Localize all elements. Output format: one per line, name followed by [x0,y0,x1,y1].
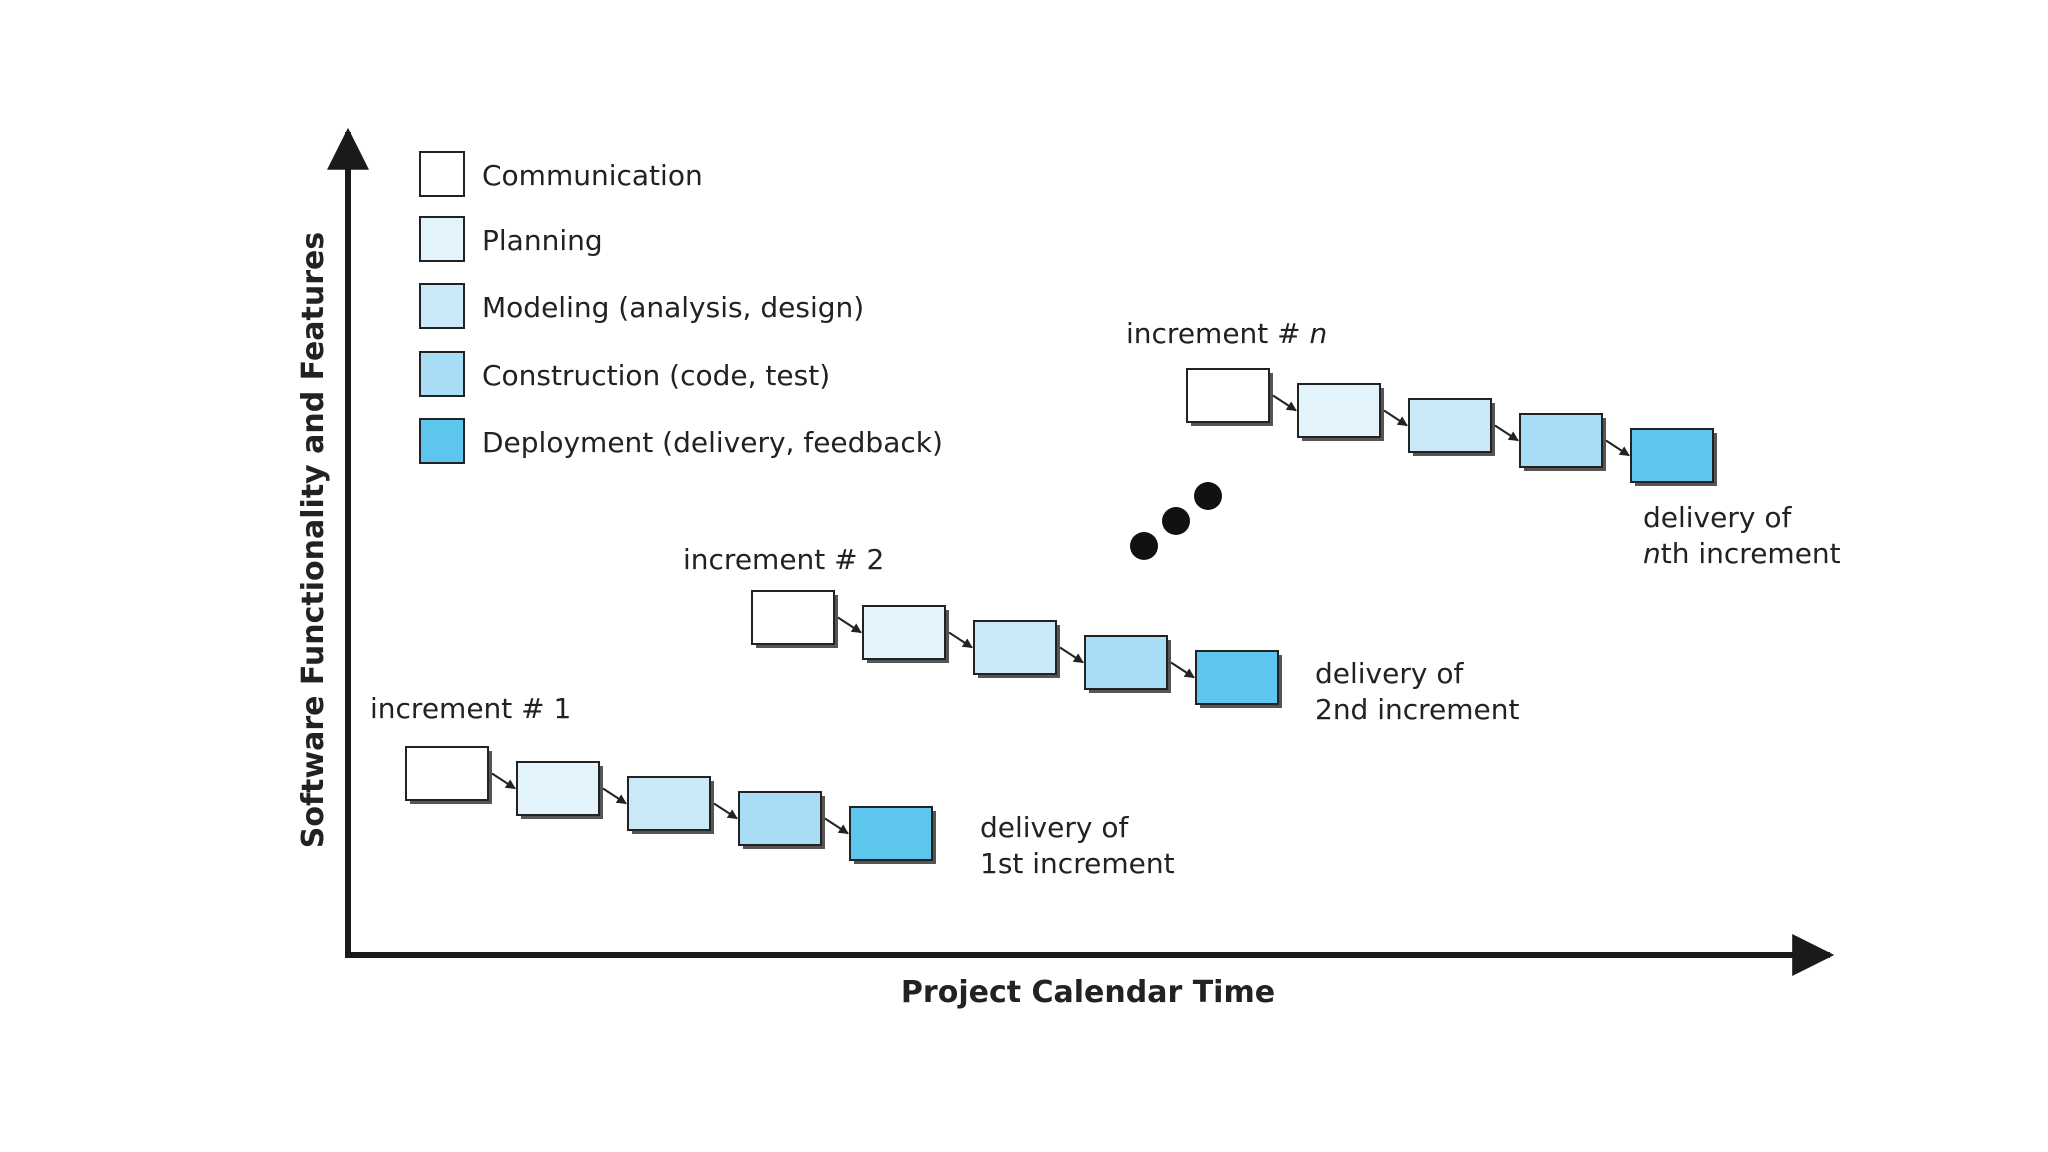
increment-n-label: increment # n [1126,317,1327,350]
planning-box [516,761,600,816]
deployment-box [1195,650,1279,705]
legend-swatch [419,283,465,329]
delivery-n-line2: th increment [1661,537,1841,570]
legend-label: Deployment (delivery, feedback) [482,426,943,459]
delivery-2-label: delivery of 2nd increment [1315,657,1520,726]
planning-box [862,605,946,660]
delivery-1-label: delivery of 1st increment [980,811,1175,880]
planning-box [1297,383,1381,438]
ellipsis-dot [1194,482,1222,510]
communication-box [751,590,835,645]
legend-item-modeling: Modeling (analysis, design) [419,283,864,329]
modeling-box [973,620,1057,675]
deployment-box [849,806,933,861]
increment-2-chain [751,590,1282,708]
legend-item-deployment: Deployment (delivery, feedback) [419,418,943,464]
delivery-n-line1: delivery of [1643,501,1792,534]
stage-arrow [1494,424,1519,442]
communication-box [1186,368,1270,423]
increment-n-chain [1186,368,1717,486]
stage-arrow [491,772,516,790]
stage-arrow [837,616,862,634]
increment-2-label: increment # 2 [683,543,884,576]
legend-item-construction: Construction (code, test) [419,351,830,397]
ellipsis-dot [1162,507,1190,535]
legend-swatch [419,151,465,197]
legend-item-planning: Planning [419,216,603,262]
delivery-1-line1: delivery of [980,811,1129,844]
delivery-1-line2: 1st increment [980,847,1175,880]
construction-box [738,791,822,846]
construction-box [1519,413,1603,468]
legend-swatch [419,216,465,262]
stage-arrow [824,817,849,835]
delivery-2-line2: 2nd increment [1315,693,1520,726]
stage-arrow [602,787,627,805]
ellipsis-dot [1130,532,1158,560]
legend-label: Communication [482,159,703,192]
construction-box [1084,635,1168,690]
stage-arrow [713,802,738,820]
stage-arrow [1170,661,1195,679]
legend-label: Construction (code, test) [482,359,830,392]
delivery-n-line2-italic: n [1643,537,1661,570]
x-axis-title: Project Calendar Time [901,975,1275,1010]
ellipsis-dots [1130,482,1222,560]
delivery-2-line1: delivery of [1315,657,1464,690]
stage-arrow [948,631,973,649]
stage-arrow [1605,439,1630,457]
modeling-box [1408,398,1492,453]
delivery-n-label: delivery of nth increment [1643,501,1841,570]
communication-box [405,746,489,801]
y-axis-title: Software Functionality and Features [296,232,331,848]
modeling-box [627,776,711,831]
stage-arrow [1272,394,1297,412]
legend-item-communication: Communication [419,151,703,197]
stage-arrow [1383,409,1408,427]
legend: Communication Planning Modeling (analysi… [419,151,943,464]
legend-label: Modeling (analysis, design) [482,291,864,324]
legend-label: Planning [482,224,603,257]
deployment-box [1630,428,1714,483]
legend-swatch [419,351,465,397]
increment-1-label: increment # 1 [370,692,571,725]
increment-1-chain [405,746,936,864]
stage-arrow [1059,646,1084,664]
legend-swatch [419,418,465,464]
